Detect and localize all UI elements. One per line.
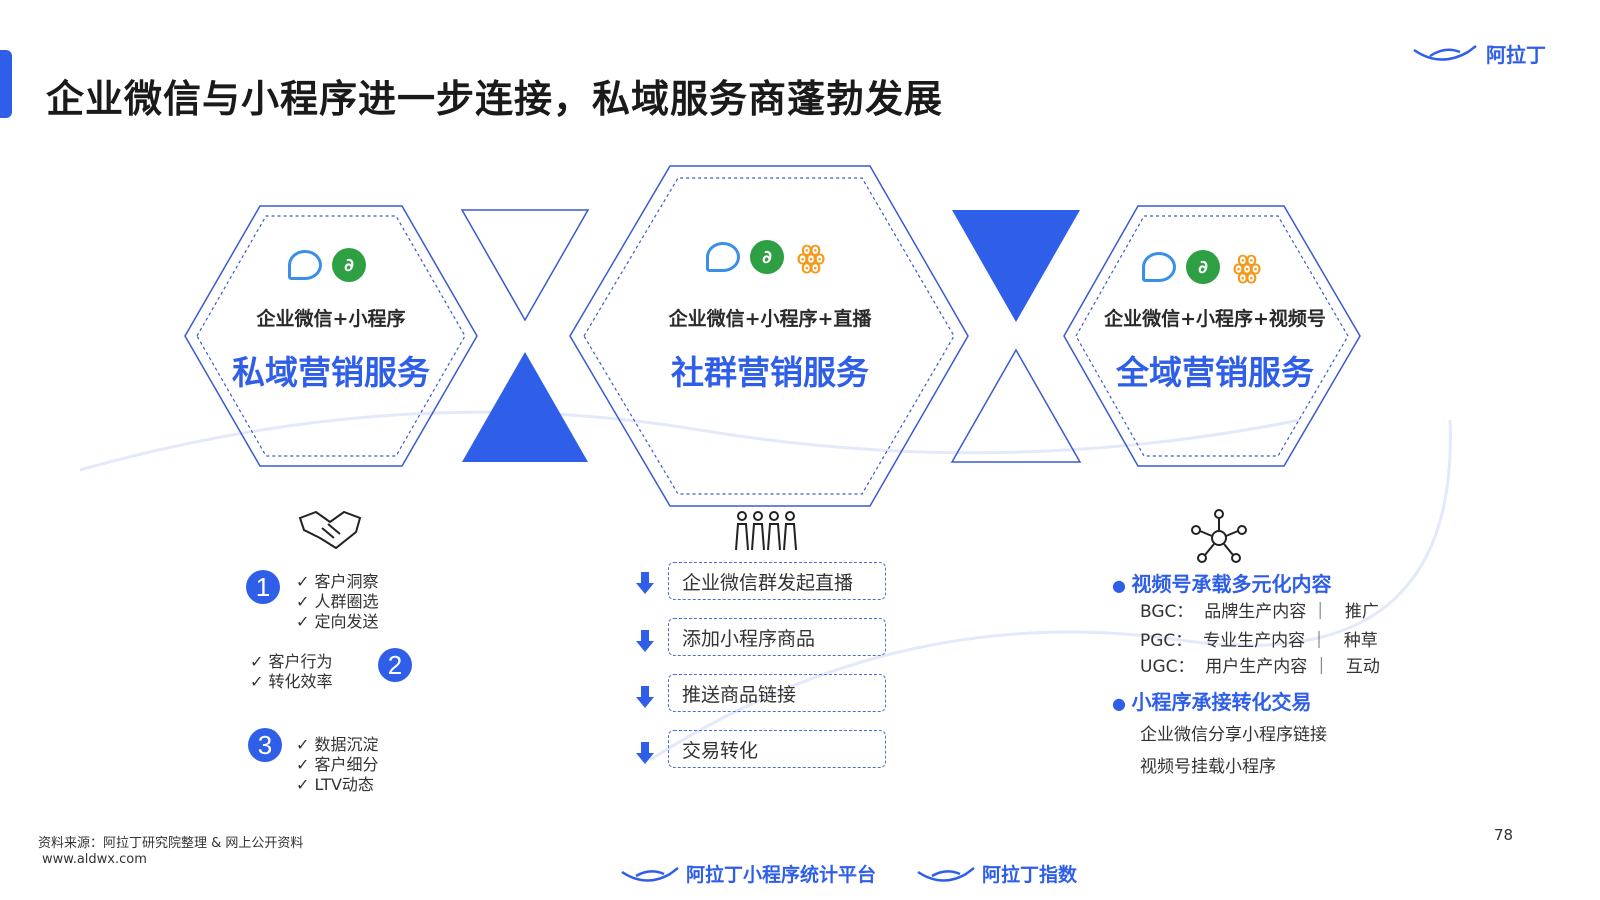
hexagon-3-outer xyxy=(1063,205,1361,467)
list-item: 客户洞察 xyxy=(296,572,379,592)
content-line-share: 企业微信分享小程序链接 xyxy=(1140,725,1327,745)
content-line-mount: 视频号挂载小程序 xyxy=(1140,757,1276,777)
list-item: 定向发送 xyxy=(296,612,379,632)
content-line-ugc: UGC： 用户生产内容 ｜ 互动 xyxy=(1140,657,1380,677)
lamp-icon xyxy=(621,866,679,882)
hexagon-1-inner xyxy=(196,215,466,457)
page-number: 78 xyxy=(1494,826,1514,844)
step-number-3: 3 xyxy=(248,728,282,762)
channels-icon: ꙮ xyxy=(796,239,826,275)
footer-brand-index: 阿拉丁指数 xyxy=(914,860,1077,887)
brand-logo: 阿拉丁 xyxy=(1410,38,1546,68)
channels-icon: ꙮ xyxy=(1232,249,1262,285)
website-url[interactable]: www.aldwx.com xyxy=(42,852,147,867)
right-heading-2: 小程序承接转化交易 xyxy=(1112,686,1312,715)
wecom-icon xyxy=(706,242,740,272)
list-item: 客户行为 xyxy=(250,652,333,672)
arrow-down-icon xyxy=(636,630,654,652)
miniprogram-icon: ∂ xyxy=(750,240,784,274)
step-box-2: 添加小程序商品 xyxy=(668,618,886,656)
content-line-pgc: PGC： 专业生产内容 ｜ 种草 xyxy=(1140,631,1378,651)
page-title: 企业微信与小程序进一步连接，私域服务商蓬勃发展 xyxy=(46,77,944,121)
list-item: 客户细分 xyxy=(296,755,379,775)
hex2-title: 社群营销服务 xyxy=(671,353,869,392)
footer-brand-stats: 阿拉丁小程序统计平台 xyxy=(618,860,876,887)
hex3-title: 全域营销服务 xyxy=(1116,353,1314,392)
list-item: 人群圈选 xyxy=(296,592,379,612)
triangle-down-filled xyxy=(952,210,1080,322)
list-item: 数据沉淀 xyxy=(296,735,379,755)
group-3-list: 数据沉淀 客户细分 LTV动态 xyxy=(296,735,379,795)
group-2-list: 客户行为 转化效率 xyxy=(250,652,333,692)
network-icon xyxy=(1191,509,1247,563)
lamp-icon xyxy=(1413,45,1477,61)
arrow-down-icon xyxy=(636,742,654,764)
source-note: 资料来源：阿拉丁研究院整理 & 网上公开资料 xyxy=(38,836,304,851)
hexagon-2-outer xyxy=(569,165,969,507)
right-heading-1: 视频号承载多元化内容 xyxy=(1112,568,1332,597)
hex2-icons: ∂ ꙮ xyxy=(706,239,828,275)
hex3-subtitle: 企业微信+小程序+视频号 xyxy=(1104,308,1326,330)
triangle-up-filled xyxy=(462,352,588,462)
arrow-down-icon xyxy=(636,686,654,708)
triangle-up-outline xyxy=(950,348,1082,463)
people-group-icon xyxy=(735,511,797,551)
handshake-icon xyxy=(298,510,362,550)
content-line-bgc: BGC： 品牌生产内容 ｜ 推广 xyxy=(1140,602,1379,622)
hex1-title: 私域营销服务 xyxy=(232,353,430,392)
hexagon-2-inner xyxy=(583,177,955,495)
step-box-4: 交易转化 xyxy=(668,730,886,768)
list-item: LTV动态 xyxy=(296,775,379,795)
triangle-down-outline xyxy=(460,209,590,322)
hex1-icons: ∂ xyxy=(288,248,366,282)
wecom-icon xyxy=(288,250,322,280)
list-item: 转化效率 xyxy=(250,672,333,692)
miniprogram-icon: ∂ xyxy=(332,248,366,282)
hex2-subtitle: 企业微信+小程序+直播 xyxy=(668,308,872,330)
brand-name: 阿拉丁 xyxy=(1486,42,1546,67)
arrow-down-icon xyxy=(636,572,654,594)
step-box-1: 企业微信群发起直播 xyxy=(668,562,886,600)
hex3-icons: ∂ ꙮ xyxy=(1142,249,1264,285)
hexagon-3-inner xyxy=(1075,215,1349,457)
footer-brand-stats-label: 阿拉丁小程序统计平台 xyxy=(686,864,877,886)
hex1-subtitle: 企业微信+小程序 xyxy=(256,308,406,330)
lamp-icon xyxy=(917,866,975,882)
hexagon-1-outer xyxy=(184,205,478,467)
step-number-2: 2 xyxy=(378,648,412,682)
wecom-icon xyxy=(1142,252,1176,282)
step-box-3: 推送商品链接 xyxy=(668,674,886,712)
group-1-list: 客户洞察 人群圈选 定向发送 xyxy=(296,572,379,632)
title-accent-bar xyxy=(0,50,12,118)
miniprogram-icon: ∂ xyxy=(1186,250,1220,284)
step-number-1: 1 xyxy=(246,570,280,604)
footer-brand-index-label: 阿拉丁指数 xyxy=(982,864,1078,886)
